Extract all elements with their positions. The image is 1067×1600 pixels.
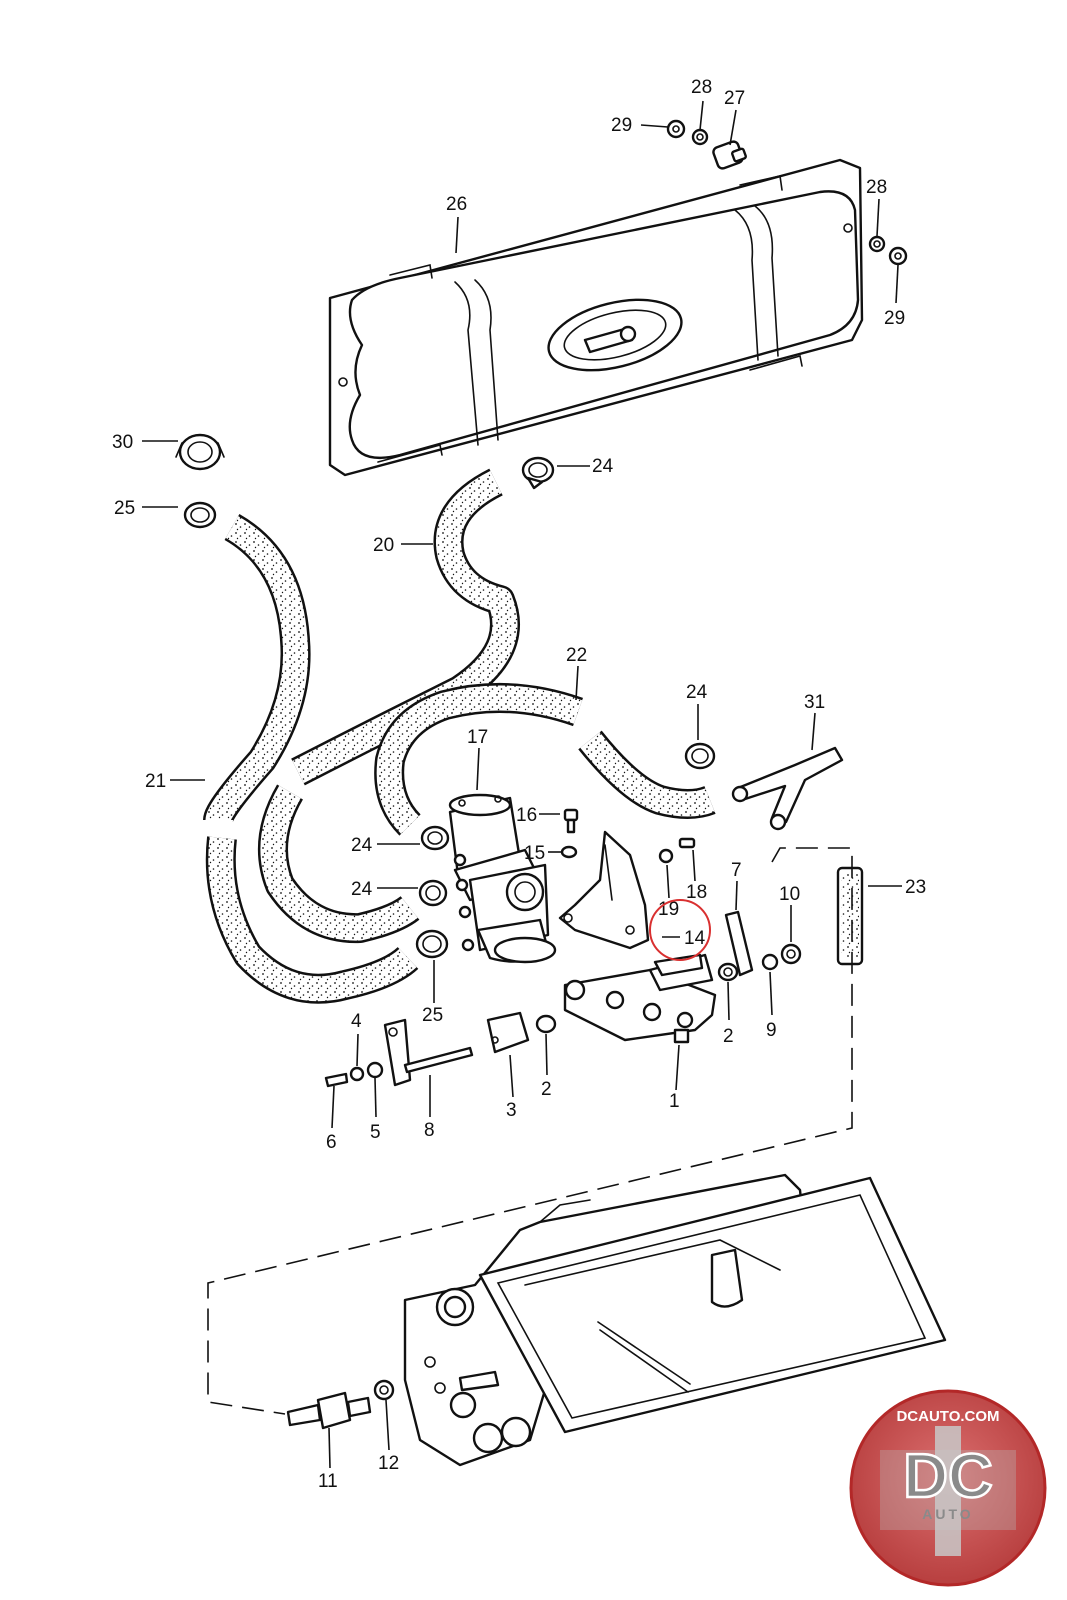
nut-icon [888,246,908,266]
bracket-icon [558,830,650,950]
callout-28: 28 [866,177,887,198]
washer-icon [560,845,578,859]
callout-15: 15 [524,843,545,864]
callout-18: 18 [686,882,707,903]
callout-7: 7 [731,860,742,881]
callout-26: 26 [446,194,467,215]
clamp-icon [420,825,450,851]
callout-9: 9 [766,1020,777,1041]
callout-1: 1 [669,1091,680,1112]
callout-2: 2 [723,1026,734,1047]
callout-29: 29 [611,115,632,136]
washer-icon [373,1379,395,1401]
callout-24: 24 [592,456,614,477]
bushing-icon [717,962,739,982]
callout-11: 11 [318,1471,338,1492]
dcauto-logo: DCAUTO.COM DC AUTO [849,1389,1047,1587]
bushing-icon [535,1014,557,1034]
logo-site-text: DCAUTO.COM [896,1408,999,1425]
dashed-connector [207,847,853,1415]
callout-16: 16 [516,805,537,826]
clamp-icon [684,742,716,770]
screw-icon [563,808,579,834]
callout-12: 12 [378,1453,399,1474]
callout-20: 20 [373,535,394,556]
clamp-icon [415,929,449,959]
callout-24: 24 [686,682,708,703]
rubber-mount-icon [712,140,747,170]
hose-icon [203,468,864,1004]
callout-27: 27 [724,88,745,109]
callout-4: 4 [351,1011,362,1032]
washer-icon [691,128,709,146]
callout-2: 2 [541,1079,552,1100]
intake-housing-icon [403,1173,947,1467]
rod-icon [403,1046,474,1074]
washer-icon [868,235,886,253]
y-fitting-icon [731,746,844,831]
callout-31: 31 [804,692,825,713]
fuel-tank-icon [328,158,864,477]
clamp-icon [183,501,217,529]
screw-icon [678,837,696,849]
logo-sub-text: AUTO [922,1506,973,1522]
rubber-buffer-icon [486,1011,530,1054]
bushing-icon [366,1061,384,1079]
callout-14: 14 [684,928,706,949]
logo-letters: DC [903,1442,993,1511]
callout-23: 23 [905,877,926,898]
callout-25: 25 [114,498,135,519]
callout-29: 29 [884,308,905,329]
highlight-circle [649,899,711,961]
callout-8: 8 [424,1120,435,1141]
callout-6: 6 [326,1132,337,1153]
callout-5: 5 [370,1122,381,1143]
callout-25: 25 [422,1005,443,1026]
washer-icon [349,1066,365,1082]
callout-17: 17 [467,727,488,748]
lever-icon [383,1018,412,1087]
callout-10: 10 [779,884,800,905]
clamp-icon [418,879,448,907]
fuel-distributor-icon [448,793,557,964]
air-sensor-plate-icon [563,953,717,1044]
callout-24: 24 [351,879,373,900]
leader-lines [142,100,902,1469]
callout-labels: 1 2 2 3 4 5 6 7 8 9 10 11 12 14 15 16 17… [112,77,926,1492]
callout-30: 30 [112,432,133,453]
lever-icon [724,910,754,977]
fitting-icon [286,1391,372,1430]
clamp-icon [521,456,555,490]
grommet-icon [175,433,225,471]
nut-icon [666,119,686,139]
callout-24: 24 [351,835,373,856]
callout-22: 22 [566,645,587,666]
nut-icon [780,943,802,965]
screw-icon [324,1072,349,1088]
callout-21: 21 [145,771,166,792]
callout-3: 3 [506,1100,517,1121]
washer-icon [658,848,674,864]
washer-icon [761,953,779,971]
callout-28: 28 [691,77,712,98]
